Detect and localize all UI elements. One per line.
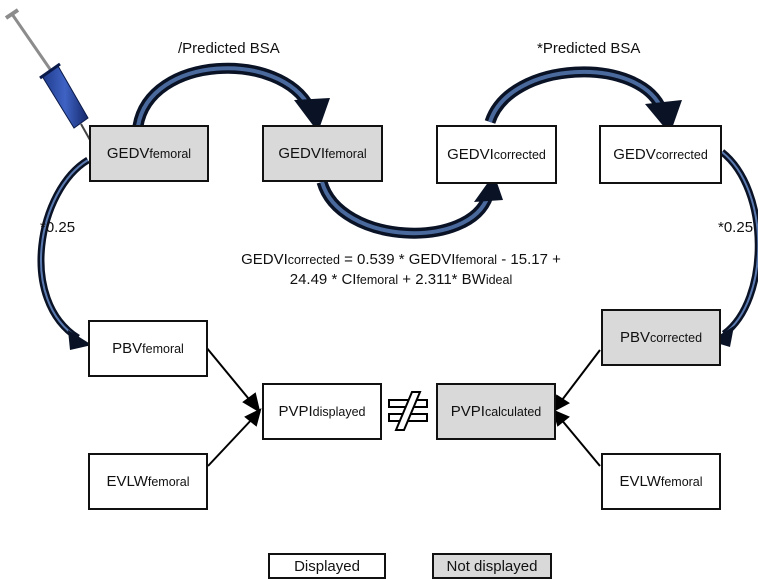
box-main-text: GEDV	[106, 145, 150, 162]
box-sub-text: corrected	[655, 147, 708, 162]
box-main-text: GEDVI	[278, 145, 325, 162]
syringe-icon	[4, 8, 91, 141]
arc-divide-bsa	[132, 62, 330, 132]
formula-line-2: 24.49 * CIfemoral + 2.311* BWideal	[289, 271, 513, 288]
formula-line-1: GEDVIcorrected = 0.539 * GEDVIfemoral - …	[241, 251, 561, 268]
arrows-into-pvpi-calculated	[551, 349, 601, 467]
box-sub-text: corrected	[493, 147, 546, 162]
label-factor-left: *0.25	[40, 219, 76, 236]
label-divide-bsa: /Predicted BSA	[178, 40, 280, 57]
box-main-text: GEDV	[613, 146, 656, 163]
box-sub-text: femoral	[325, 146, 367, 161]
label-factor-right: *0.25	[718, 219, 754, 236]
box-main-text: GEDVI	[447, 146, 494, 163]
arrows-into-pvpi-displayed	[205, 346, 262, 467]
legend-not-displayed: Not displayed	[432, 553, 552, 579]
formula-gedvi-corrected: GEDVIcorrected = 0.539 * GEDVIfemoral - …	[196, 250, 606, 290]
box-sub-text: femoral	[149, 146, 192, 161]
label-multiply-bsa: *Predicted BSA	[537, 40, 641, 57]
not-equal-icon	[388, 391, 428, 431]
arrow-gedv-to-pbv-femoral	[37, 157, 92, 350]
legend-displayed: Displayed	[268, 553, 386, 579]
